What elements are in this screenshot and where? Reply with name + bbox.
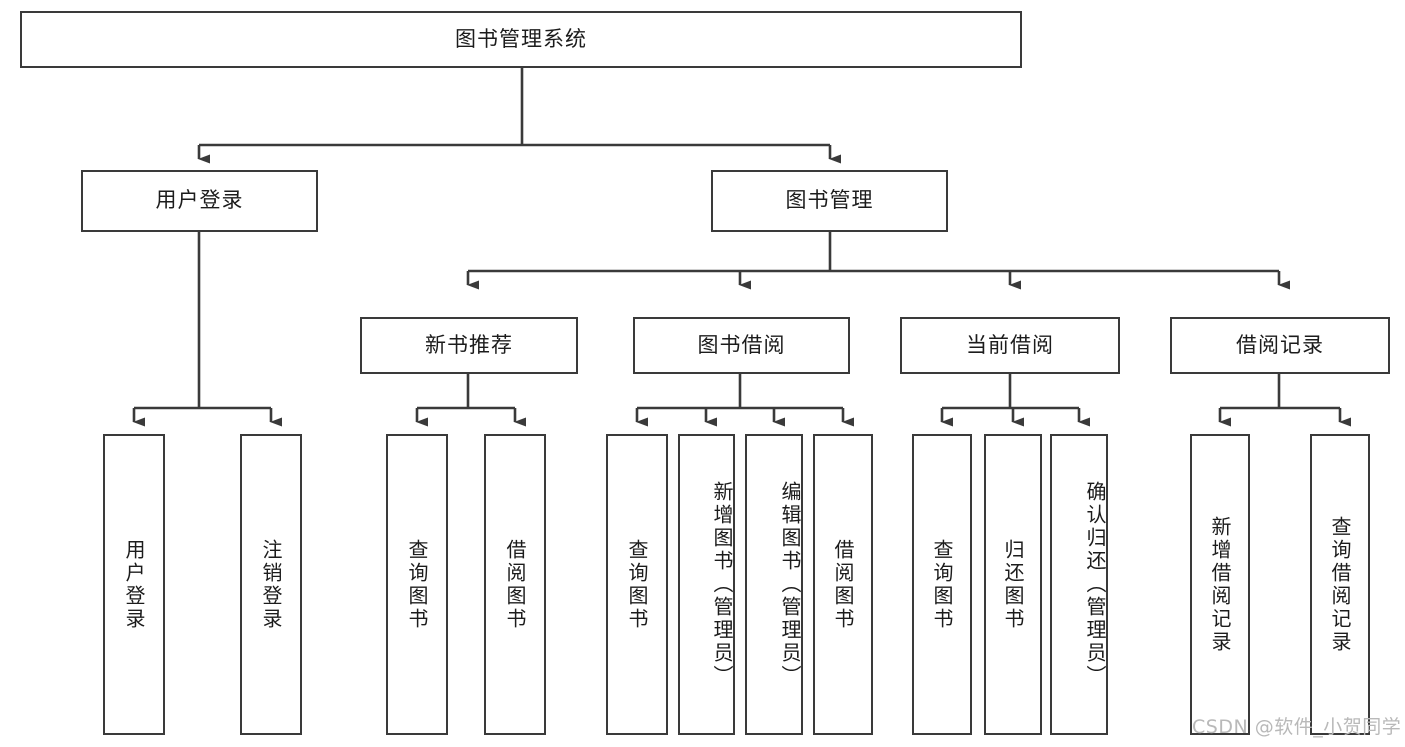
leaf-query-book-borrow[interactable]: 查询图书 xyxy=(606,434,668,735)
node-book-management-label: 图书管理 xyxy=(785,188,874,213)
leaf-query-borrow-record-label: 查询借阅记录 xyxy=(1328,515,1352,654)
leaf-user-logout[interactable]: 注销登录 xyxy=(240,434,302,735)
leaf-confirm-return-admin-label: 确认归还（管理员） xyxy=(1083,481,1107,688)
leaf-query-book-new[interactable]: 查询图书 xyxy=(386,434,448,735)
node-user-login[interactable]: 用户登录 xyxy=(81,170,318,232)
leaf-edit-book-admin[interactable]: 编辑图书（管理员） xyxy=(745,434,803,735)
leaf-user-login[interactable]: 用户登录 xyxy=(103,434,165,735)
leaf-add-book-admin[interactable]: 新增图书（管理员） xyxy=(678,434,735,735)
node-user-login-label: 用户登录 xyxy=(155,188,244,213)
watermark: CSDN @软件_小贺同学 xyxy=(1192,716,1402,738)
leaf-borrow-book-new-label: 借阅图书 xyxy=(503,538,527,631)
leaf-confirm-return-admin[interactable]: 确认归还（管理员） xyxy=(1050,434,1108,735)
leaf-query-book-current-label: 查询图书 xyxy=(930,538,954,631)
leaf-borrow-book-label: 借阅图书 xyxy=(831,538,855,631)
leaf-add-book-admin-label: 新增图书（管理员） xyxy=(710,481,734,688)
leaf-add-borrow-record[interactable]: 新增借阅记录 xyxy=(1190,434,1250,735)
leaf-query-book-current[interactable]: 查询图书 xyxy=(912,434,972,735)
node-current-borrow[interactable]: 当前借阅 xyxy=(900,317,1120,374)
leaf-user-logout-label: 注销登录 xyxy=(259,538,283,631)
node-book-borrow-label: 图书借阅 xyxy=(697,332,786,357)
leaf-query-borrow-record[interactable]: 查询借阅记录 xyxy=(1310,434,1370,735)
leaf-user-login-label: 用户登录 xyxy=(122,538,146,631)
leaf-edit-book-admin-label: 编辑图书（管理员） xyxy=(778,481,802,688)
node-borrow-record-label: 借阅记录 xyxy=(1236,332,1324,357)
leaf-borrow-book[interactable]: 借阅图书 xyxy=(813,434,873,735)
leaf-query-book-new-label: 查询图书 xyxy=(405,538,429,631)
leaf-return-book[interactable]: 归还图书 xyxy=(984,434,1042,735)
node-borrow-record[interactable]: 借阅记录 xyxy=(1170,317,1390,374)
node-book-management[interactable]: 图书管理 xyxy=(711,170,948,232)
node-new-book-recommend[interactable]: 新书推荐 xyxy=(360,317,578,374)
leaf-add-borrow-record-label: 新增借阅记录 xyxy=(1208,515,1232,654)
node-current-borrow-label: 当前借阅 xyxy=(966,332,1054,357)
leaf-return-book-label: 归还图书 xyxy=(1001,538,1025,631)
node-root-label: 图书管理系统 xyxy=(455,26,587,51)
leaf-borrow-book-new[interactable]: 借阅图书 xyxy=(484,434,546,735)
node-root[interactable]: 图书管理系统 xyxy=(20,11,1022,68)
leaf-query-book-borrow-label: 查询图书 xyxy=(625,538,649,631)
node-book-borrow[interactable]: 图书借阅 xyxy=(633,317,850,374)
node-new-book-recommend-label: 新书推荐 xyxy=(425,332,513,357)
